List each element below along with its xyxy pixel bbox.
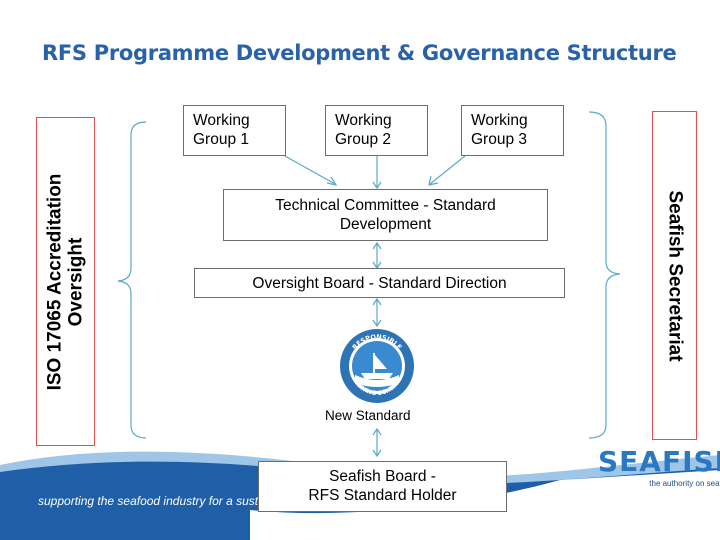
working-group-3-box: Working Group 3	[461, 105, 564, 156]
footer-tagline: supporting the seafood industry for a su…	[38, 494, 258, 508]
technical-committee-line1: Technical Committee - Standard	[275, 197, 496, 214]
technical-committee-box: Technical Committee - Standard Developme…	[223, 189, 548, 241]
iso-accreditation-line2: Oversight	[65, 237, 87, 326]
technical-committee-line2: Development	[339, 215, 432, 233]
working-group-3-line1: Working	[471, 112, 528, 129]
working-group-2-line1: Working	[335, 112, 392, 129]
iso-accreditation-text: ISO 17065 Accreditation Oversight	[44, 173, 87, 390]
seafish-logo-text: SEAFISH	[598, 445, 720, 478]
seafish-board-box: Seafish Board - RFS Standard Holder	[258, 461, 507, 512]
seafish-logo: SEAFISH the authority on seafood	[598, 445, 720, 489]
wg3-arrow	[429, 155, 466, 185]
iso-accreditation-line1: ISO 17065 Accreditation	[44, 173, 66, 390]
seafish-logo-tagline: the authority on seafood	[649, 479, 720, 488]
seafish-board-line2: RFS Standard Holder	[308, 486, 457, 504]
right-brace	[588, 111, 621, 439]
rfs-logo-badge: RESPONSIBLE FISHING SCHEME	[340, 329, 414, 403]
oversight-board-label: Oversight Board - Standard Direction	[252, 275, 507, 292]
working-group-2-box: Working Group 2	[325, 105, 428, 156]
slide-title: RFS Programme Development & Governance S…	[42, 41, 677, 65]
working-group-1-line1: Working	[193, 112, 250, 129]
working-group-1-box: Working Group 1	[183, 105, 286, 156]
seafish-board-line1: Seafish Board -	[329, 468, 436, 485]
new-standard-label: New Standard	[325, 408, 411, 423]
left-brace	[117, 121, 147, 439]
working-group-3-line2: Group 3	[471, 130, 528, 148]
iso-accreditation-box: ISO 17065 Accreditation Oversight	[36, 117, 95, 446]
seafish-secretariat-box: Seafish Secretariat	[652, 111, 697, 440]
seafish-secretariat-text: Seafish Secretariat	[664, 189, 686, 362]
working-group-1-line2: Group 1	[193, 130, 250, 148]
working-group-2-line2: Group 2	[335, 130, 392, 148]
oversight-board-box: Oversight Board - Standard Direction	[194, 268, 565, 298]
wg1-arrow	[284, 155, 336, 185]
